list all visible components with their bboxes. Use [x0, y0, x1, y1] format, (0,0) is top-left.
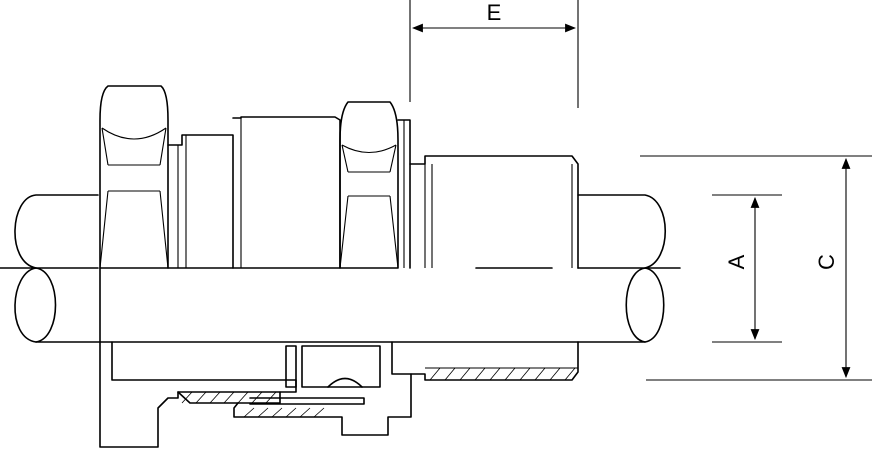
back-nut-section: [99, 267, 297, 448]
middle-section: [301, 345, 381, 388]
cable: [0, 194, 681, 343]
dim-c-label: C: [814, 254, 839, 270]
cable-left-upper-end: [14, 194, 99, 269]
dim-a-label: A: [724, 254, 749, 269]
cable-right-upper-end: [577, 194, 666, 269]
gland-section: [99, 267, 579, 448]
entry-thread: [409, 155, 579, 269]
dimension-a: A: [712, 194, 782, 343]
entry-hex-facet: [339, 144, 399, 269]
dim-e-label: E: [487, 0, 502, 25]
back-nut-facet: [99, 127, 169, 269]
cable-right-lower-end: [625, 267, 665, 343]
middle-body: [232, 116, 341, 269]
spigot-section: [249, 397, 365, 405]
entry-flange: [397, 119, 411, 269]
gland-exterior: [99, 85, 579, 269]
back-nut: [99, 85, 169, 269]
clamp-section: [233, 341, 412, 436]
lock-ring: [285, 345, 297, 388]
centre-groove: [327, 377, 363, 388]
entry-section: [410, 341, 579, 381]
seal-body: [167, 134, 234, 269]
thread-hatching: [181, 367, 576, 418]
entry-hex: [339, 101, 399, 269]
dimension-c: C: [640, 155, 872, 381]
cable-left-lower-end: [14, 267, 57, 343]
dimension-e: E: [409, 0, 579, 108]
